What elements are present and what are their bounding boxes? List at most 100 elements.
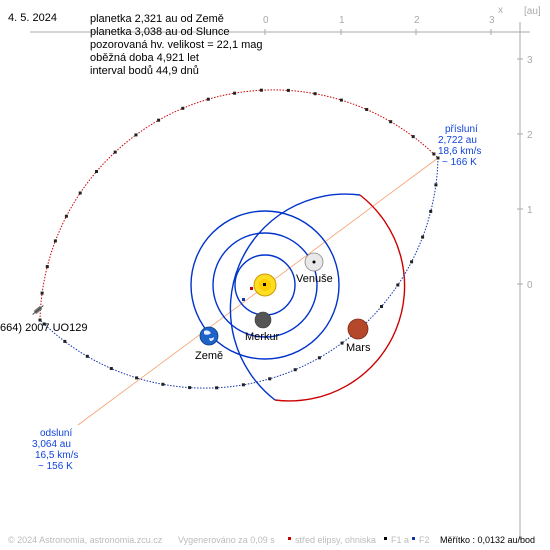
asteroid-position-dot [188,386,192,390]
date-text: 4. 5. 2024 [8,12,57,24]
asteroid-position-dot [432,152,436,156]
asteroid-position-dot [434,183,438,187]
earth-label: Země [195,350,223,362]
asteroid-position-dot [134,133,138,137]
asteroid-label: 664) 2007 UO129 [0,322,87,334]
asteroid-position-dot [421,235,425,239]
asteroid-position-dot [339,98,343,102]
asteroid-position-dot [389,120,393,124]
unit-label: [au] [524,6,541,17]
aphelion-distance: 3,064 au [32,439,71,450]
x-tick-3: 3 [489,15,495,26]
venus-label: Venuše [296,273,333,285]
asteroid-position-dot [233,91,237,95]
x-tick-0: 0 [263,15,269,26]
x-tick-2: 2 [414,15,420,26]
asteroid-position-dot [313,92,317,96]
legend-f1-text: F1 a [391,535,409,545]
focus-f2-marker [242,298,245,301]
asteroid-orbit [38,88,440,390]
mercury-label: Merkur [245,331,280,343]
f2-legend-marker [412,537,415,540]
earth-planet [199,326,219,346]
asteroid-position-dot [340,341,344,345]
mars-label: Mars [346,342,371,354]
scale-text: Měřítko : 0,0132 au/bod [440,535,535,545]
date-label: 4. 5. 2024 [8,12,57,25]
info-line-interval: interval bodů 44,9 dnů [90,65,199,77]
asteroid-position-dot [411,135,415,139]
info-line-distance-earth: planetka 2,321 au od Země [90,13,224,25]
info-line-period: oběžná doba 4,921 let [90,52,199,64]
asteroid-position-dot [429,209,433,213]
info-line-distance-sun: planetka 3,038 au od Slunce [90,26,230,38]
asteroid-position-dot [95,170,98,173]
asteroid-position-dot [85,354,89,358]
asteroid-position-dot [135,376,139,380]
sun [253,273,277,297]
asteroid-position-dot [286,88,290,92]
f1-legend-marker [384,537,387,540]
asteroid-position-dot [410,260,414,264]
asteroid-position-dot [157,118,161,122]
earth-orbit [190,210,340,360]
info-panel: planetka 2,321 au od Země planetka 3,038… [90,13,263,78]
asteroid-position-dot [161,382,165,386]
y-tick-2: 2 [527,130,533,141]
asteroid-position-dot [40,291,44,295]
aphelion-title: odsluní [40,428,72,439]
aphelion-info: odsluní 3,064 au 16,5 km/s ~ 156 K [32,428,78,472]
perihelion-speed: 18,6 km/s [438,146,481,157]
venus-orbit [212,232,318,338]
asteroid-position-dot [45,265,49,269]
axes: 0 1 2 3 x [au] 3 2 1 0 [30,5,541,540]
asteroid-position-dot [436,156,440,160]
asteroid-position-dot [317,356,321,360]
asteroid-position-dot [206,97,210,101]
asteroid-position-dot [63,339,67,343]
asteroid-position-dot [259,88,263,92]
center-legend-marker [288,537,291,540]
asteroid-position-dots [38,88,440,390]
asteroid-position-dot [38,318,42,322]
asteroid-position-dot [396,283,400,287]
asteroid-position-dot [380,305,383,308]
x-axis-label: x [498,5,503,16]
asteroid-position-dot [42,322,46,326]
asteroid-position-dot [268,377,272,381]
y-tick-1: 1 [527,205,533,216]
asteroid-position-dot [64,214,68,218]
generated-text: Vygenerováno za 0,09 s [178,535,275,545]
earth-clouds [204,330,214,341]
info-line-magnitude: pozorovaná hv. velikost = 22,1 mag [90,39,263,51]
ellipse-center-marker [250,287,253,290]
mars-orbit-front [274,194,406,402]
perihelion-title: přísluní [445,124,478,135]
asteroid-position-dot [215,386,219,390]
asteroid-position-dot [293,368,297,372]
asteroid-position-dot [241,383,245,387]
asteroid-position-dot [365,108,369,111]
asteroid-position-dot [78,191,82,195]
y-tick-0: 0 [527,280,533,291]
asteroid-icon [32,305,44,315]
perihelion-info: přísluní 2,722 au 18,6 km/s ~ 166 K [438,124,481,168]
perihelion-distance: 2,722 au [438,135,477,146]
asteroid-position-dot [109,367,113,370]
legend-center-text: střed elipsy, ohniska [295,535,376,545]
asteroid-position-dot [53,239,57,243]
legend-f2-text: F2 [419,535,430,545]
asteroid-position-dot [181,106,185,110]
mercury-planet [254,311,272,329]
asteroid-position-dot [113,150,117,154]
footer: © 2024 Astronomia, astronomia.zcu.cz Vyg… [8,535,535,545]
mars-planet [347,318,369,340]
mars-orbit-back [229,193,361,401]
copyright-text: © 2024 Astronomia, astronomia.zcu.cz [8,535,163,545]
aphelion-speed: 16,5 km/s [35,450,78,461]
y-tick-3: 3 [527,55,533,66]
perihelion-temp: ~ 166 K [442,157,477,168]
aphelion-temp: ~ 156 K [38,461,73,472]
